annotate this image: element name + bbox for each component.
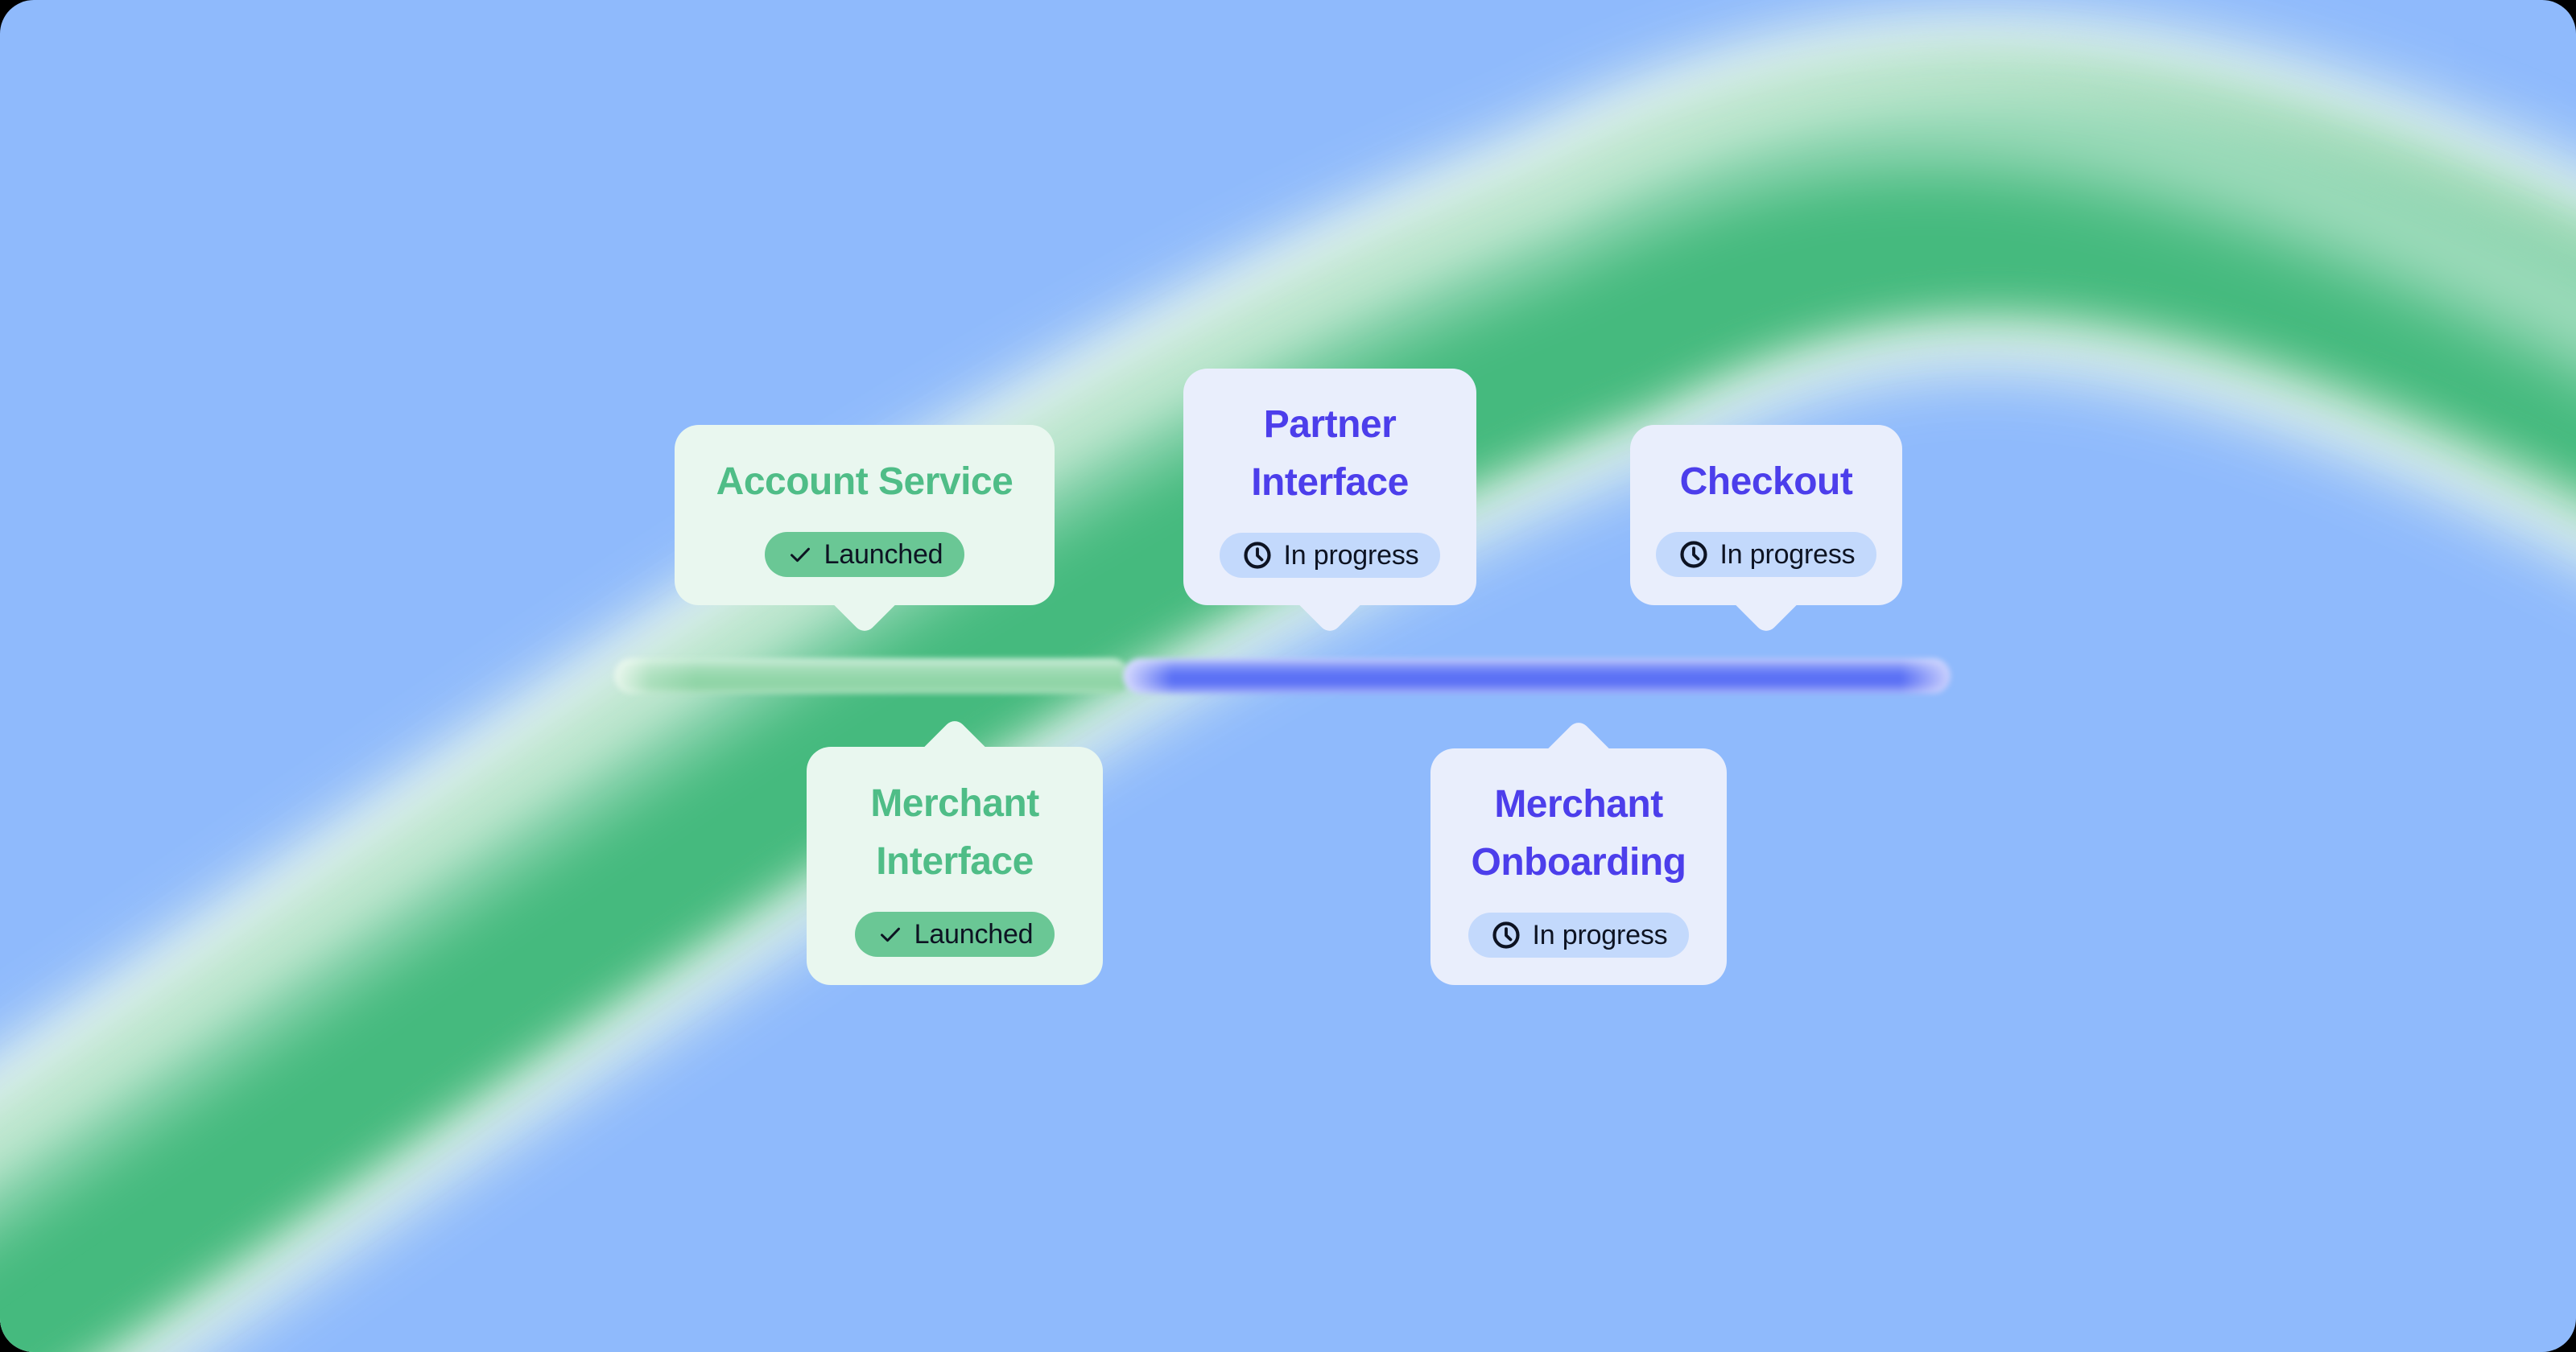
milestone-title-line: Checkout <box>1679 460 1853 503</box>
milestone-title-line: Onboarding <box>1471 841 1686 884</box>
timeline-bar <box>614 658 1951 694</box>
milestone-title-line: Account Service <box>716 460 1013 503</box>
milestone-title-line: Partner <box>1263 403 1397 446</box>
status-badge: Launched <box>854 912 1055 957</box>
check-icon <box>880 927 900 942</box>
milestone-card-account-service: Account Service Launched <box>675 425 1055 636</box>
milestone-title: Merchant Onboarding <box>1472 776 1686 892</box>
clock-icon <box>1679 541 1707 568</box>
status-badge: In progress <box>1655 532 1877 577</box>
status-label: In progress <box>1719 538 1856 570</box>
clock-icon <box>1243 542 1271 569</box>
milestone-title: Partner Interface <box>1251 396 1409 512</box>
milestone-title: Merchant Interface <box>870 775 1039 891</box>
milestone-title: Checkout <box>1680 453 1853 511</box>
milestone-title: Account Service <box>716 453 1013 511</box>
status-label: In progress <box>1532 919 1668 950</box>
milestone-title-line: Interface <box>1251 461 1409 504</box>
status-badge: In progress <box>1219 533 1441 578</box>
milestone-card-partner-interface: Partner Interface In progress <box>1183 369 1476 636</box>
milestone-card-checkout: Checkout In progress <box>1630 425 1902 636</box>
status-badge: Launched <box>764 532 965 577</box>
milestone-title-line: Merchant <box>1494 783 1663 826</box>
milestone-card-merchant-onboarding: Merchant Onboarding In progress <box>1430 718 1727 985</box>
milestone-card-merchant-interface: Merchant Interface Launched <box>807 716 1103 985</box>
timeline-inprogress-segment <box>1123 658 1951 694</box>
milestone-title-line: Merchant <box>870 782 1039 825</box>
clock-icon <box>1492 921 1520 949</box>
timeline-completed-segment <box>614 658 1129 694</box>
milestone-title-line: Interface <box>876 840 1034 883</box>
check-icon <box>790 547 810 563</box>
status-badge: In progress <box>1468 913 1690 958</box>
status-label: Launched <box>914 918 1034 950</box>
status-label: In progress <box>1283 539 1419 571</box>
status-label: Launched <box>824 538 943 570</box>
